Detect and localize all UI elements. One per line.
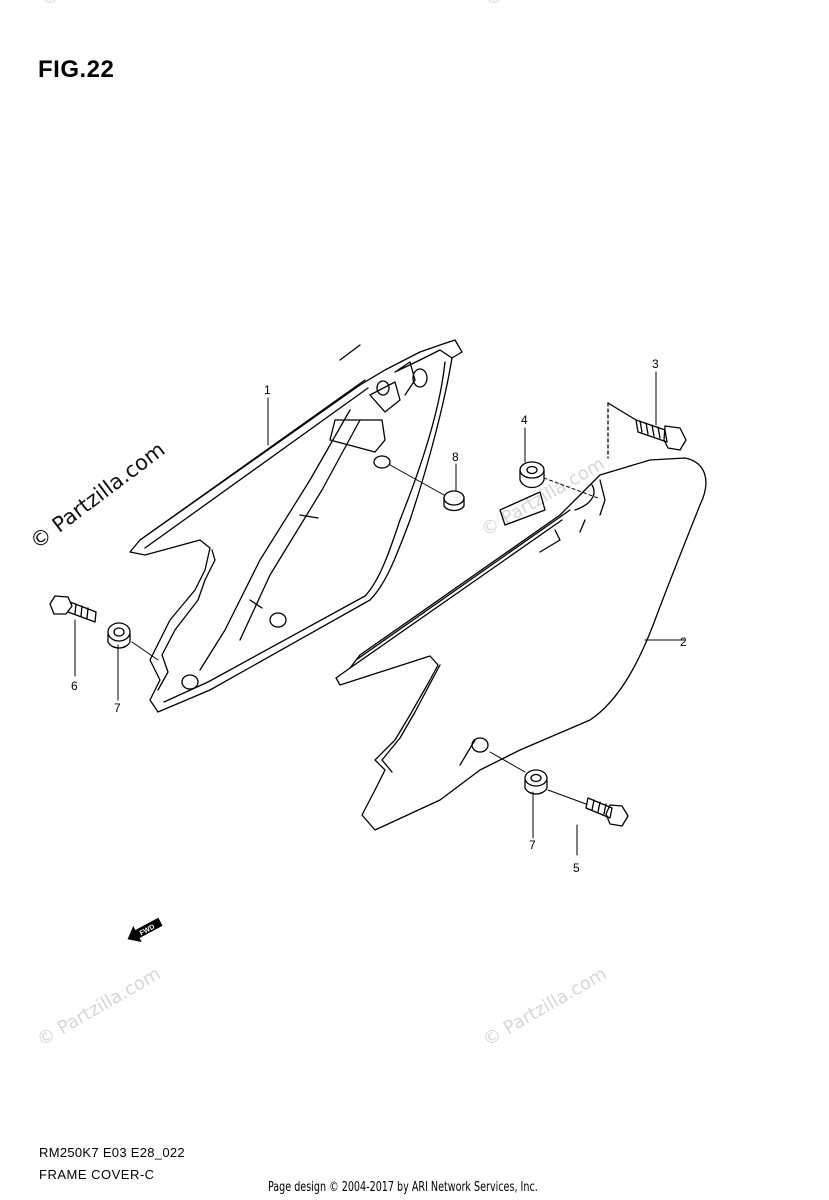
- fwd-label: FWD: [139, 924, 156, 938]
- bolt-5-part: [547, 789, 629, 827]
- page-credit: Page design © 2004-2017 by ARI Network S…: [268, 1180, 538, 1195]
- frame-cover-right-part: [335, 457, 707, 831]
- leader-lines: [74, 371, 685, 856]
- callout-3: 3: [652, 357, 659, 371]
- callout-5: 5: [573, 861, 580, 875]
- fwd-arrow-icon: FWD: [127, 917, 163, 942]
- diagram-code: RM250K7 E03 E28_022: [39, 1145, 185, 1160]
- callout-2: 2: [680, 635, 687, 649]
- frame-cover-left-part: [129, 339, 463, 713]
- callout-7-right: 7: [529, 838, 536, 852]
- bolt-3-part: [607, 402, 687, 459]
- callout-1: 1: [264, 383, 271, 397]
- callout-7-left: 7: [114, 701, 121, 715]
- cushion-7-right-part: [489, 751, 548, 795]
- cushion-7-left-part: [107, 622, 159, 661]
- callout-8: 8: [452, 450, 459, 464]
- cushion-8-part: [373, 455, 465, 512]
- callout-6: 6: [71, 679, 78, 693]
- bolt-6-part: [49, 595, 97, 623]
- callout-4: 4: [521, 413, 528, 427]
- cushion-4-part: [519, 461, 599, 499]
- diagram-name: FRAME COVER-C: [39, 1167, 155, 1182]
- figure-title: FIG.22: [38, 56, 115, 83]
